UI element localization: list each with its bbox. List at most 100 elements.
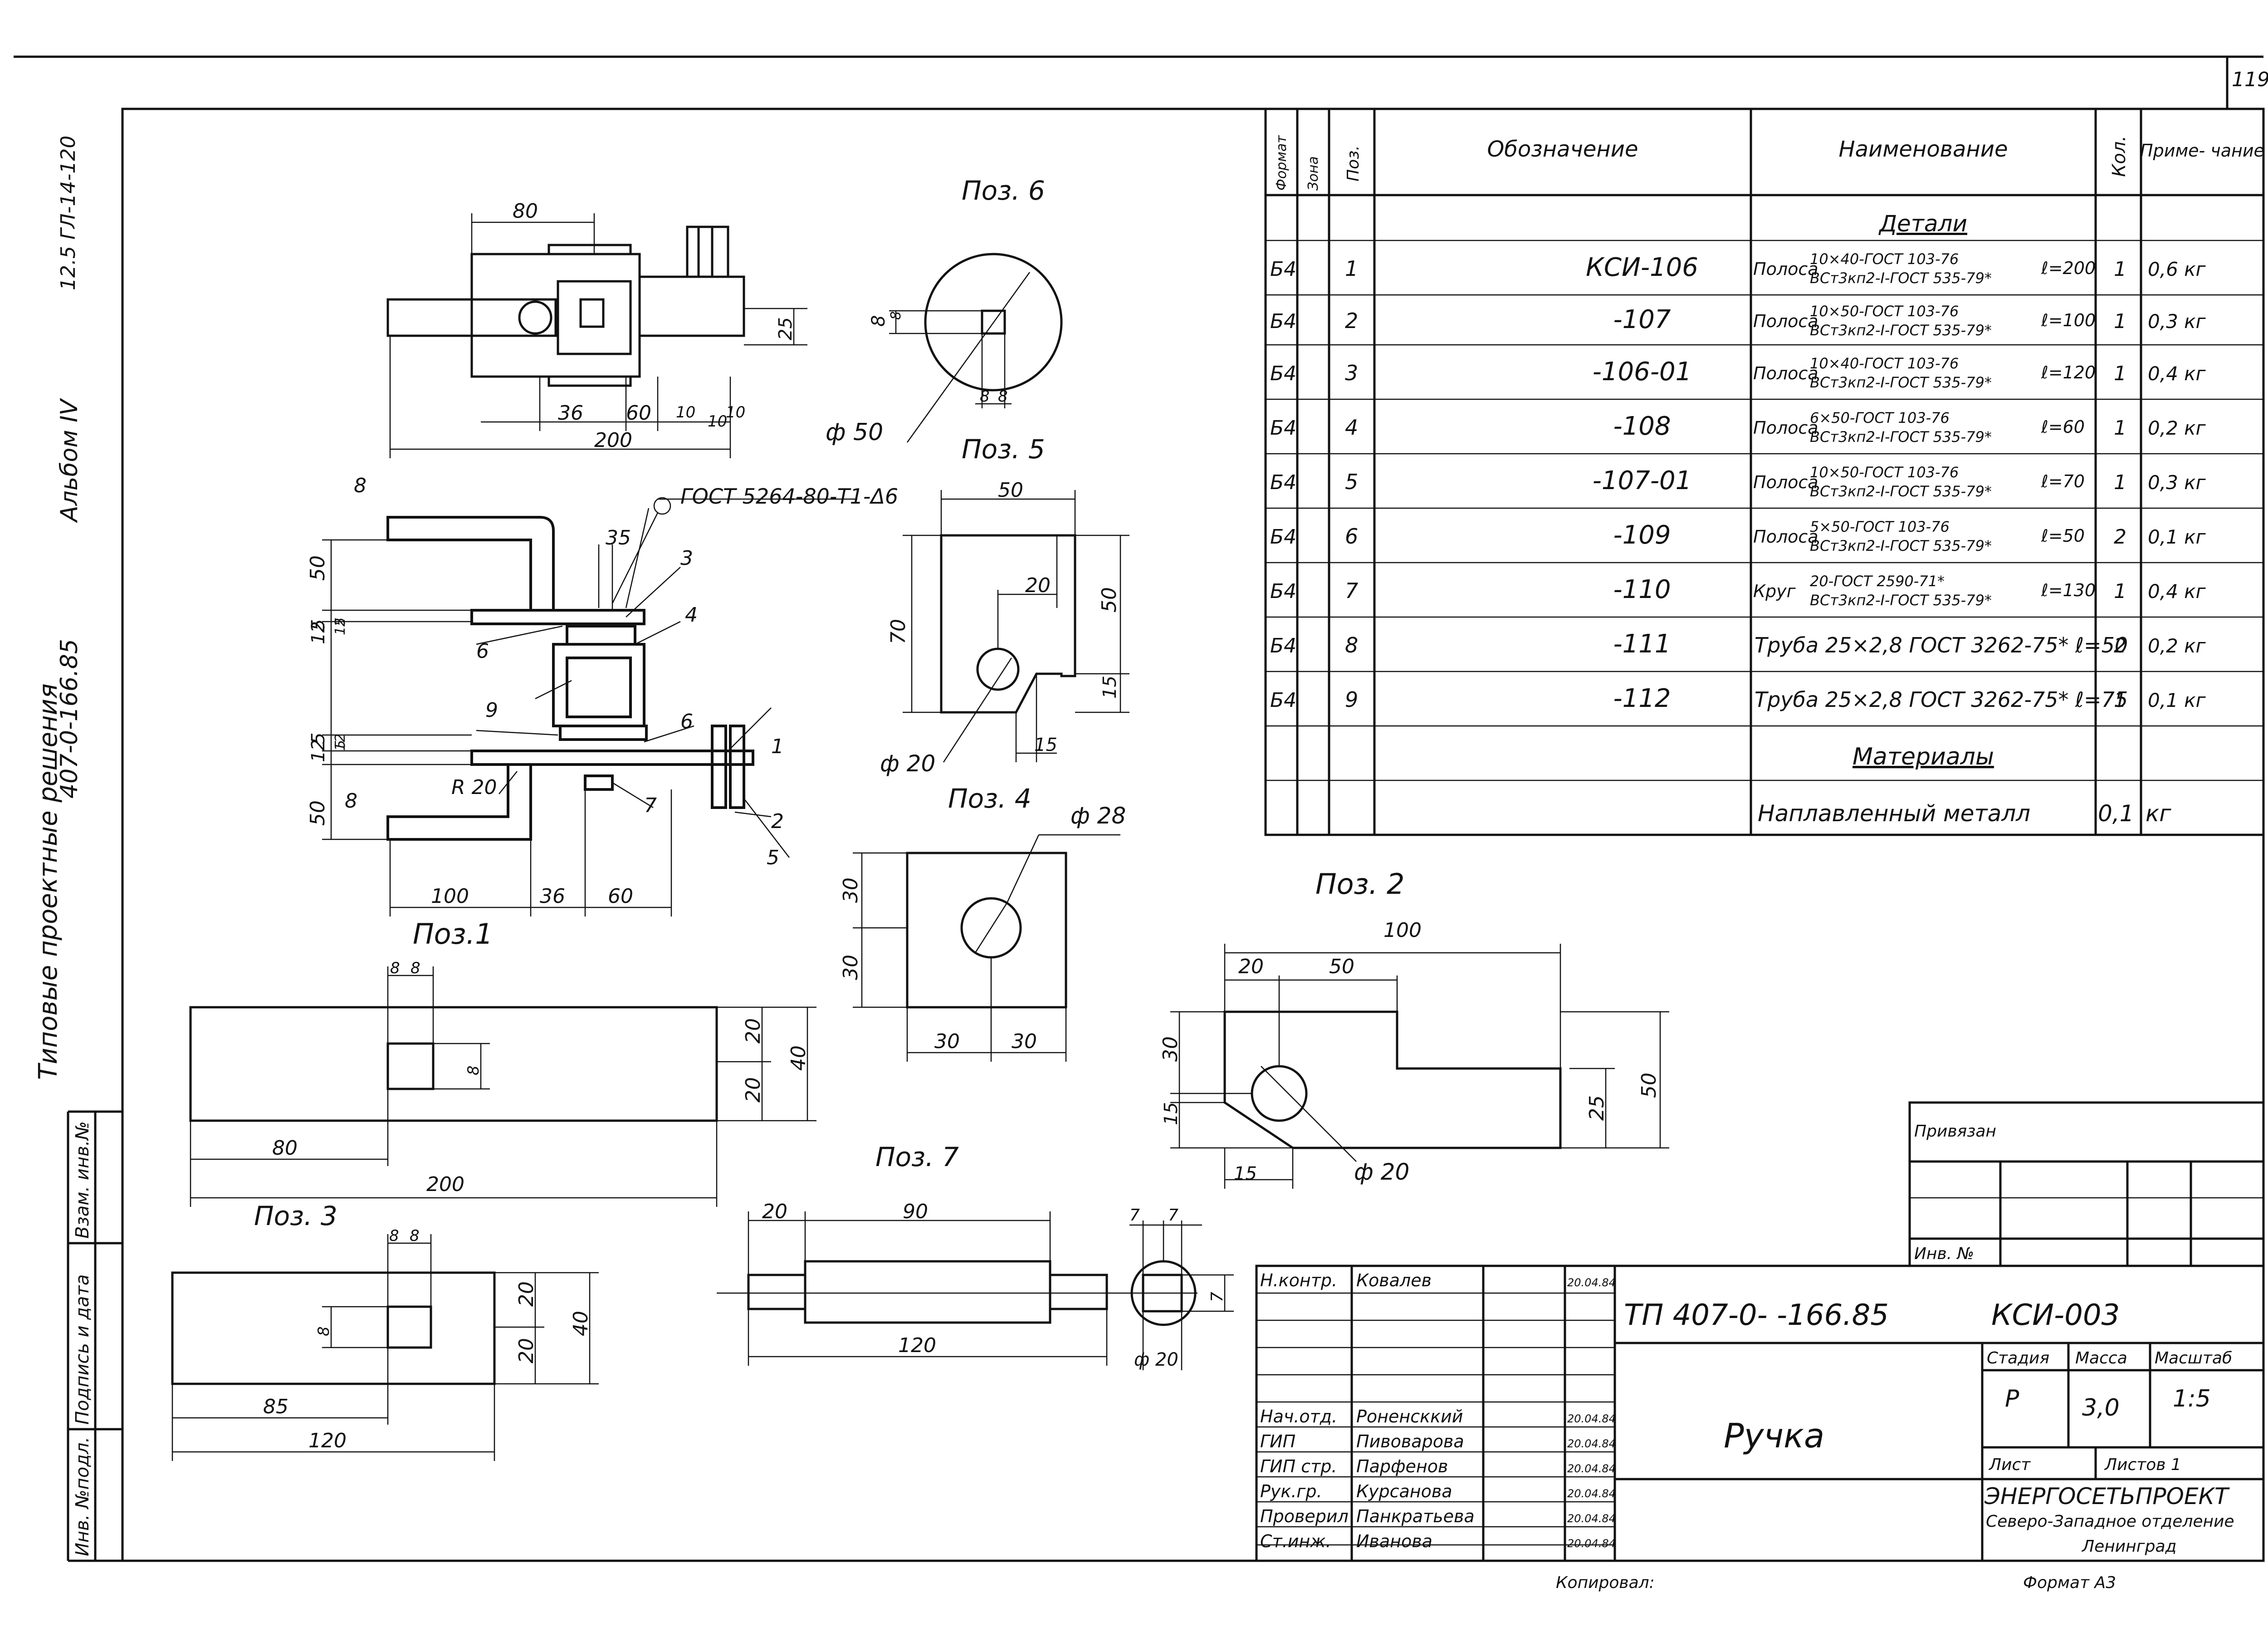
- dimension-label: 20: [742, 1077, 765, 1103]
- signer-role: ГИП стр.: [1260, 1456, 1337, 1476]
- row-format: Б4: [1270, 258, 1296, 281]
- dimension-label: 15: [1234, 1163, 1257, 1184]
- dimension-label: 8: [868, 315, 889, 327]
- row-pos: 3: [1345, 361, 1358, 385]
- dimension-label: 1: [771, 735, 784, 758]
- pos2-label: Поз. 2: [1315, 868, 1404, 901]
- dimension-label: 7: [644, 794, 657, 817]
- row-pos: 2: [1345, 309, 1358, 333]
- dimension-label: 6: [476, 640, 489, 663]
- org-city: Ленинград: [2081, 1537, 2176, 1556]
- pos7-label: Поз. 7: [875, 1142, 959, 1172]
- sheets-label: Листов 1: [2104, 1456, 2181, 1474]
- dimension-label: 8: [464, 1065, 483, 1075]
- pos3-label: Поз. 3: [254, 1201, 337, 1231]
- row-name-prefix: Полоса: [1753, 259, 1818, 279]
- row-name-bottom: ВСт3кп2-I-ГОСТ 535-79*: [1810, 592, 1992, 609]
- dimension-label: 36: [558, 402, 583, 425]
- dimension-label: 7: [1208, 1292, 1227, 1302]
- row-format: Б4: [1270, 689, 1296, 712]
- dimension-label: 50: [1098, 587, 1121, 613]
- signer-name: Пивоварова: [1356, 1431, 1464, 1451]
- binding-table: Привязан Инв. №: [1908, 1101, 2265, 1267]
- row-length: ℓ=60: [2041, 417, 2085, 437]
- row-designation: -106-01: [1593, 357, 1692, 387]
- row-name-top: 10×50-ГОСТ 103-76: [1810, 464, 1959, 481]
- signer-role: Рук.гр.: [1260, 1481, 1322, 1501]
- dimension-label: 2: [771, 810, 784, 833]
- row-qty: 2: [2114, 525, 2126, 549]
- dimension-label: 7: [1168, 1206, 1178, 1225]
- sign-date-label: Подпись и дата: [72, 1274, 93, 1425]
- dimension-label: 8: [888, 311, 904, 320]
- dimension-label: 8: [980, 387, 990, 406]
- row-designation: -110: [1613, 575, 1671, 604]
- row-name-bottom: ВСт3кп2-I-ГОСТ 535-79*: [1810, 270, 1992, 287]
- row-note: 0,6 кг: [2148, 258, 2206, 280]
- page-number: 119: [2232, 68, 2268, 91]
- dimension-label: 50: [306, 800, 329, 826]
- hdr-qty: Кол.: [2109, 136, 2130, 177]
- row-name: Труба 25×2,8 ГОСТ 3262-75* ℓ=50: [1755, 633, 2128, 657]
- row-length: ℓ=100: [2041, 310, 2096, 330]
- spec-table: Формат Зона Поз. Обозначение Наименовани…: [1264, 108, 2265, 836]
- dimension-label: 8: [410, 1227, 420, 1245]
- signer-name: Парфенов: [1356, 1456, 1448, 1476]
- dimension-label: 12: [308, 621, 329, 644]
- dimension-label: 12: [332, 618, 348, 635]
- material-note: кг: [2146, 800, 2171, 827]
- dimension-label: 60: [608, 885, 633, 908]
- row-name-prefix: Полоса: [1753, 311, 1818, 331]
- dimension-label: 40: [787, 1045, 810, 1071]
- row-note: 0,3 кг: [2148, 471, 2206, 494]
- dimension-label: 4: [685, 603, 698, 627]
- row-designation: -107: [1613, 305, 1671, 334]
- format-label: Формат А3: [2023, 1573, 2116, 1592]
- dimension-label: 50: [998, 479, 1023, 502]
- pos5-label: Поз. 5: [962, 434, 1045, 465]
- hdr-zone: Зона: [1305, 156, 1321, 191]
- row-designation: -112: [1613, 684, 1671, 713]
- row-name-top: 10×40-ГОСТ 103-76: [1810, 355, 1959, 372]
- dimension-label: R 20: [451, 776, 497, 799]
- row-designation: КСИ-106: [1586, 253, 1698, 282]
- row-qty: 1: [2114, 362, 2126, 385]
- row-designation: -107-01: [1593, 466, 1692, 495]
- row-name-bottom: ВСт3кп2-I-ГОСТ 535-79*: [1810, 322, 1992, 339]
- signer-name: Панкратьева: [1356, 1506, 1475, 1526]
- row-qty: 1: [2114, 258, 2126, 281]
- dimension-label: 5: [332, 618, 348, 626]
- stage-value: Р: [2005, 1385, 2019, 1412]
- dimension-label: 80: [272, 1137, 298, 1160]
- org-dept: Северо-Западное отделение: [1986, 1512, 2234, 1531]
- row-name-bottom: ВСт3кп2-I-ГОСТ 535-79*: [1810, 537, 1992, 554]
- dimension-label: 100: [1383, 919, 1422, 942]
- row-pos: 1: [1345, 256, 1358, 281]
- dimension-label: 85: [263, 1395, 288, 1418]
- dimension-label: 30: [839, 955, 862, 980]
- dimension-label: 60: [626, 402, 651, 425]
- dimension-label: 12: [332, 734, 348, 751]
- dimension-label: 30: [934, 1030, 960, 1053]
- drawing-title: Ручка: [1724, 1416, 1824, 1456]
- dimension-label: 35: [606, 526, 631, 549]
- weld-note: ГОСТ 5264-80-Т1-Δ6: [680, 484, 898, 509]
- inv-no-orig-label: Инв. №подл.: [72, 1437, 93, 1556]
- dimension-label: 10: [676, 403, 695, 422]
- copied-label: Копировал:: [1556, 1573, 1655, 1592]
- signer-date: 20.04.84: [1567, 1487, 1616, 1500]
- dimension-label: 15: [1161, 1102, 1182, 1125]
- dimension-label: 8: [354, 474, 367, 497]
- dimension-label: 30: [839, 877, 862, 903]
- signer-name: Роненсккий: [1356, 1407, 1463, 1426]
- row-name: Труба 25×2,8 ГОСТ 3262-75* ℓ=75: [1755, 687, 2128, 712]
- dimension-label: 30: [1012, 1030, 1037, 1053]
- row-format: Б4: [1270, 580, 1296, 603]
- row-designation: -108: [1613, 412, 1671, 441]
